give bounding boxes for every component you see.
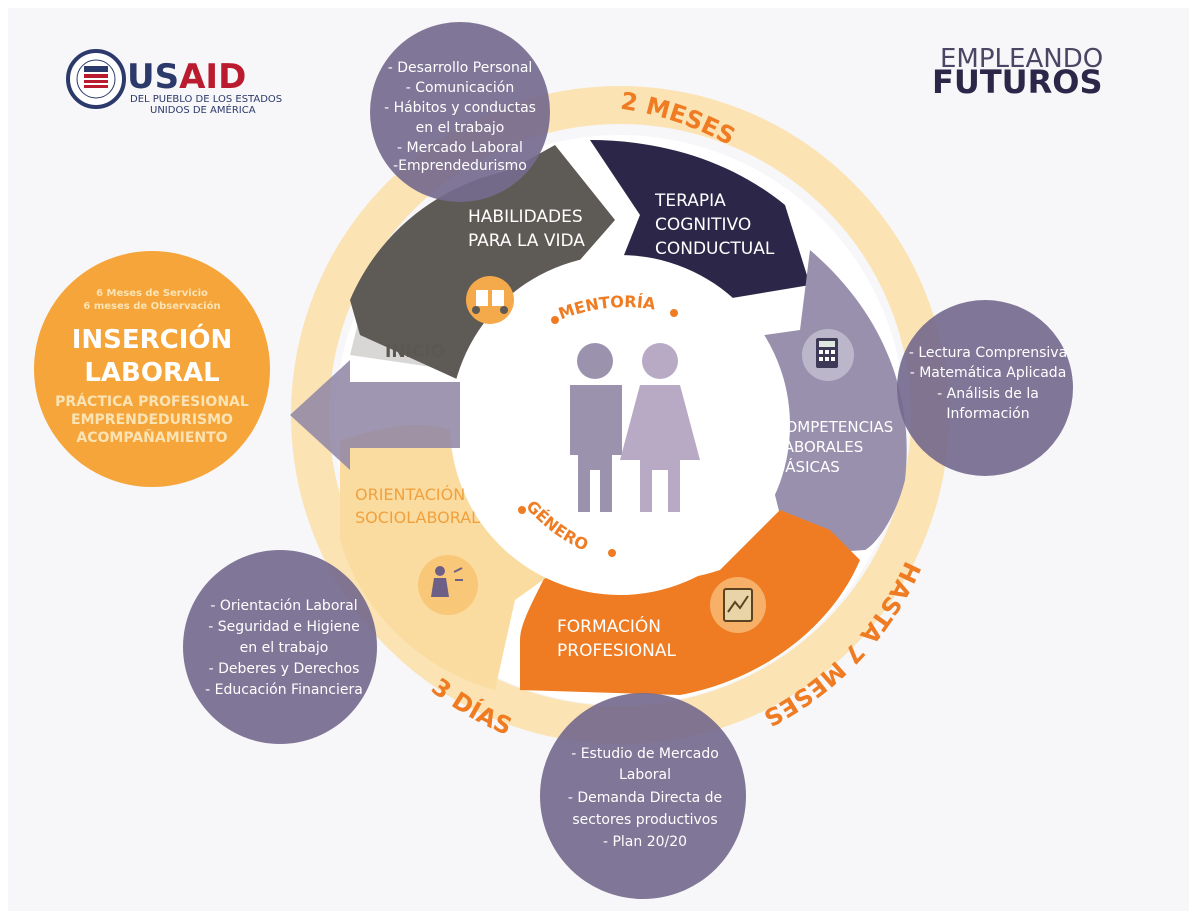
segment-label-habilidades-1: HABILIDADES <box>468 207 583 227</box>
bubble-top-line-3: - Hábitos y conductas <box>384 100 536 116</box>
bubble-bottom-line-1: - Estudio de Mercado <box>571 746 719 762</box>
segment-label-formacion-2: PROFESIONAL <box>557 641 676 661</box>
empleando-futuros-logo: EMPLEANDO FUTUROS <box>932 44 1103 101</box>
bubble-habilidades <box>370 22 550 202</box>
segment-label-terapia-3: CONDUCTUAL <box>655 239 775 259</box>
dot-mentoria-right <box>670 309 678 317</box>
insercion-small-2: 6 meses de Observación <box>83 300 220 312</box>
dot-mentoria-left <box>551 316 559 324</box>
insercion-item-1: PRÁCTICA PROFESIONAL <box>55 393 249 410</box>
bubble-orientacion <box>183 550 377 744</box>
dot-genero-top <box>518 506 526 514</box>
bubble-left-line-5: - Educación Financiera <box>205 682 363 698</box>
insercion-small-1: 6 Meses de Servicio <box>96 288 208 299</box>
bubble-left-line-1: - Orientación Laboral <box>210 598 357 614</box>
logo-futuros: FUTUROS <box>932 63 1103 101</box>
segment-label-orientacion-2: SOCIOLABORAL <box>355 508 480 527</box>
bubble-top-line-1: - Desarrollo Personal <box>388 60 533 76</box>
usaid-tagline-2: UNIDOS DE AMÉRICA <box>150 103 256 116</box>
insercion-item-3: ACOMPAÑAMIENTO <box>76 429 227 446</box>
calculator-icon <box>802 329 854 381</box>
bubble-left-line-3: en el trabajo <box>240 640 329 656</box>
insercion-circle <box>34 251 270 487</box>
couple-icon <box>570 343 700 512</box>
bubble-competencias <box>897 300 1073 476</box>
segment-label-inicio: INICIO <box>385 342 445 362</box>
segment-competencias <box>730 250 907 555</box>
segment-label-habilidades-2: PARA LA VIDA <box>468 231 585 251</box>
bubble-right-line-4: Información <box>946 406 1029 422</box>
bubble-top-line-6: -Emprendedurismo <box>393 158 527 174</box>
bubble-right-line-2: - Matemática Aplicada <box>910 365 1067 381</box>
logo-empleando: EMPLEANDO <box>940 44 1103 74</box>
usaid-wordmark: USAID <box>127 57 246 97</box>
arrow-left-icon <box>290 360 460 470</box>
bubble-bottom-line-3: - Demanda Directa de <box>568 790 722 806</box>
segment-habilidades <box>350 145 615 385</box>
usaid-logo: USAID DEL PUEBLO DE LOS ESTADOS UNIDOS D… <box>66 49 282 116</box>
insercion-item-2: EMPRENDEDURISMO <box>71 412 233 428</box>
segment-label-orientacion-1: ORIENTACIÓN <box>355 485 465 504</box>
bubble-top-line-4: en el trabajo <box>416 120 505 136</box>
bubble-top-line-5: - Mercado Laboral <box>397 140 523 156</box>
woman-speaking-icon <box>418 555 478 615</box>
dot-genero-bottom <box>608 549 616 557</box>
bubble-bottom-line-2: Laboral <box>619 767 671 783</box>
bubble-left-line-2: - Seguridad e Higiene <box>208 619 360 635</box>
bubble-bottom-line-4: sectores productivos <box>572 812 717 828</box>
insercion-title-1: INSERCIÓN <box>72 323 233 355</box>
insercion-title-2: LABORAL <box>84 358 219 388</box>
segment-label-competencias-1: COMPETENCIAS <box>775 418 893 436</box>
segment-label-competencias-3: BÁSICAS <box>775 457 840 476</box>
usaid-tagline-1: DEL PUEBLO DE LOS ESTADOS <box>130 94 282 105</box>
bubble-left-line-4: - Deberes y Derechos <box>209 661 360 677</box>
segment-label-terapia-2: COGNITIVO <box>655 215 751 235</box>
segment-label-terapia-1: TERAPIA <box>654 191 726 211</box>
bubble-right-line-3: - Análisis de la <box>937 386 1039 402</box>
segment-label-formacion-1: FORMACIÓN <box>557 615 661 637</box>
bubble-right-line-1: - Lectura Comprensiva <box>909 345 1067 361</box>
tablet-chart-icon <box>710 577 766 633</box>
bubble-bottom-line-5: - Plan 20/20 <box>603 834 687 850</box>
book-reading-icon <box>466 276 514 324</box>
segment-formacion <box>520 510 860 695</box>
segment-label-competencias-2: LABORALES <box>775 438 863 456</box>
bubble-top-line-2: - Comunicación <box>406 80 514 96</box>
bubble-formacion <box>540 693 746 899</box>
